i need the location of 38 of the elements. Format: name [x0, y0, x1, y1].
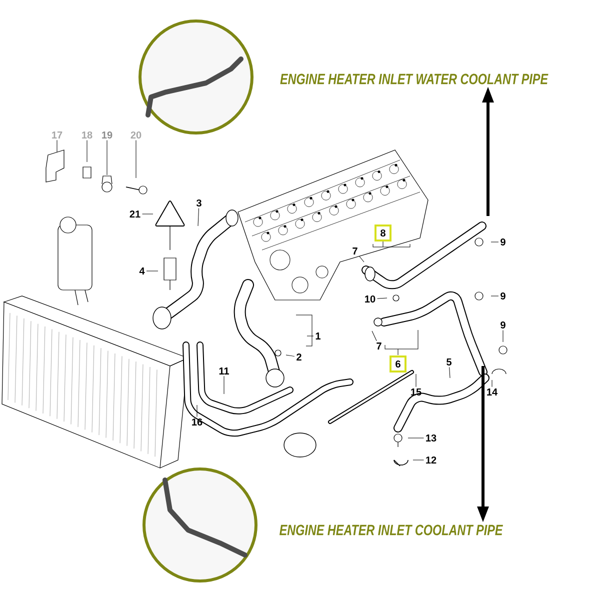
leader-line: [502, 330, 504, 342]
callout-number: 18: [82, 131, 92, 139]
callout-number: 13: [426, 434, 436, 442]
leader-line: [146, 270, 158, 272]
highlighted-callout: 6: [390, 356, 406, 372]
heading-text: ENGINE HEATER INLET WATER COOLANT PIPE: [280, 74, 548, 84]
callout-number: 17: [52, 132, 62, 138]
callout-number: 14: [487, 388, 498, 396]
leader-line: [358, 256, 364, 262]
callout-number: 7: [352, 248, 358, 254]
callout-number: 9: [500, 238, 506, 246]
callout-number: 12: [426, 456, 436, 464]
leader-line: [198, 208, 200, 226]
callout-number: 5: [446, 358, 452, 366]
heading-text: ENGINE HEATER INLET COOLANT PIPE: [280, 524, 503, 536]
leader-line: [196, 404, 198, 418]
callout-number: 16: [192, 418, 202, 426]
callout-number: 19: [102, 131, 112, 139]
callout-number: 7: [376, 342, 382, 350]
callout-number: 3: [196, 199, 202, 207]
callout-number: 11: [219, 368, 229, 374]
callout-number: 2: [296, 354, 302, 360]
leader-line: [286, 354, 295, 357]
leader-line: [372, 330, 377, 342]
pipe-photo: [142, 468, 258, 582]
callout-number: 1: [316, 332, 320, 340]
callout-number: 9: [500, 292, 506, 300]
leader-line: [56, 140, 58, 152]
leader-line: [106, 140, 108, 176]
callout-number: 20: [130, 131, 142, 139]
callout-number: 4: [139, 268, 145, 274]
leader-line: [449, 366, 450, 378]
callout-number: 21: [130, 210, 140, 218]
leader-line: [86, 140, 88, 162]
leader-line: [377, 298, 388, 299]
highlighted-callout: 8: [374, 224, 392, 242]
callout-number: 10: [365, 295, 376, 303]
callout-number: 9: [500, 321, 506, 329]
